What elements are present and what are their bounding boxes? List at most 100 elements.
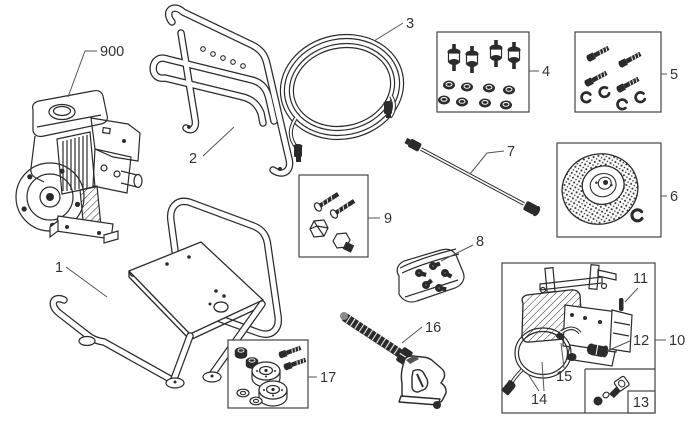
callout-mount-kit: 4 [529, 64, 550, 80]
callout-nozzle-bag: 8 [440, 234, 484, 262]
washer [236, 388, 250, 398]
callout-spray-gun: 16 [401, 320, 441, 344]
screw [329, 199, 356, 219]
nozzle-bag-drawing [396, 248, 465, 303]
leader-nozzle-bag [440, 244, 474, 262]
callout-hose: 3 [373, 16, 414, 42]
part-label-bolt-clip-kit: 5 [670, 67, 678, 83]
label-box-13 [627, 390, 656, 414]
part-label-pump-box: 10 [669, 333, 685, 349]
callout-outlet-fitting: 12 [606, 333, 649, 352]
part-label-hose: 3 [406, 16, 414, 32]
wand-fitting-right [523, 201, 541, 217]
part-label-outlet-fitting: 12 [633, 333, 649, 349]
flange-nut [437, 95, 451, 105]
part-label-frame: 1 [55, 260, 63, 276]
mount-kit-box [436, 31, 530, 113]
pump-port-fitting [567, 353, 577, 361]
pump-kit-box: 13 11 12 15 14 [501, 262, 656, 414]
screw [313, 192, 340, 212]
part-label-engine: 900 [100, 44, 124, 60]
part-label-inlet-fitting-kit: 13 [633, 395, 649, 411]
wand-drawing [404, 137, 541, 217]
leader-wand [469, 150, 505, 175]
frame-feet [78, 335, 222, 389]
chemical-hose-drawing [501, 326, 582, 396]
pin-drawing [619, 298, 624, 311]
leader-pin [624, 287, 639, 303]
inlet-fitting-kit-box: 13 [584, 368, 656, 414]
callout-handle: 2 [189, 126, 235, 167]
engine-drawing [15, 89, 143, 244]
leader-handle [202, 126, 235, 157]
flange-nut [482, 83, 496, 93]
callout-wheel-kit: 6 [661, 189, 678, 205]
wheel-kit-box [556, 142, 662, 238]
flange-nut [460, 82, 474, 92]
gun-outlet-knob [433, 401, 441, 409]
part-label-pin: 11 [633, 271, 648, 287]
engine-pto-shaft [120, 170, 143, 189]
caster-roller [258, 380, 288, 407]
bolt-clip-kit-box [574, 31, 662, 113]
leader-outlet-fitting [606, 340, 631, 352]
hardware-kit-box [298, 174, 369, 258]
callout-bolt-clip-kit: 5 [661, 67, 678, 83]
frame-drawing [49, 197, 282, 389]
handle-holes [200, 46, 246, 69]
wheel-drawing [561, 153, 639, 225]
callout-pin: 11 [624, 271, 648, 303]
engine-filler-cap [48, 103, 76, 121]
kit-box-5-border [574, 31, 662, 113]
washer [249, 396, 263, 406]
wand-fitting-left [404, 137, 422, 152]
caster-kit-box [227, 339, 309, 409]
outlet-fitting-drawing [586, 343, 609, 358]
leader-chemical-hose [527, 361, 545, 392]
part-label-wand: 7 [507, 144, 515, 160]
callout-frame: 1 [55, 260, 108, 298]
gun-body [398, 355, 447, 409]
part-label-chemical-hose: 14 [531, 392, 547, 408]
callout-caster-kit: 17 [308, 370, 336, 386]
leader-engine [67, 50, 97, 98]
part-label-nozzle-bag: 8 [476, 234, 484, 250]
part-label-caster-kit: 17 [320, 370, 336, 386]
engine-fuel-tank [32, 89, 108, 138]
knob [309, 219, 329, 238]
part-label-spray-gun: 16 [425, 320, 441, 336]
leader-spray-gun [401, 326, 423, 344]
flange-nut [442, 80, 456, 90]
engine-base [49, 215, 119, 244]
callout-engine: 900 [67, 44, 124, 98]
flange-nut [455, 97, 469, 107]
leader-hose [373, 22, 404, 42]
flange-nut [478, 98, 492, 108]
engine-muffler [92, 148, 132, 194]
callout-pump-port: 15 [556, 342, 572, 385]
part-label-pump-port: 15 [556, 369, 572, 385]
gun-lance [341, 313, 409, 361]
leader-frame [65, 266, 108, 298]
callout-pump-box: 10 [655, 333, 685, 349]
callout-hardware-kit: 9 [368, 211, 392, 227]
inlet-fitting-drawing [593, 375, 630, 406]
callout-chemical-hose: 14 [527, 361, 547, 408]
lance-tip [340, 312, 348, 320]
hose-fitting-right [383, 101, 393, 118]
hose-fitting-left [293, 144, 303, 162]
part-label-wheel-kit: 6 [670, 189, 678, 205]
handle-drawing [149, 4, 294, 177]
hose-drawing [279, 33, 405, 162]
part-label-handle: 2 [189, 151, 197, 167]
spray-gun-drawing [340, 312, 447, 409]
leader-pump-port [560, 342, 565, 369]
cap-nut [234, 346, 248, 360]
callout-wand: 7 [469, 144, 515, 175]
engine-cooling-fins [56, 131, 96, 195]
part-label-hardware-kit: 9 [384, 211, 392, 227]
knob [332, 232, 355, 253]
part-label-mount-kit: 4 [542, 64, 550, 80]
